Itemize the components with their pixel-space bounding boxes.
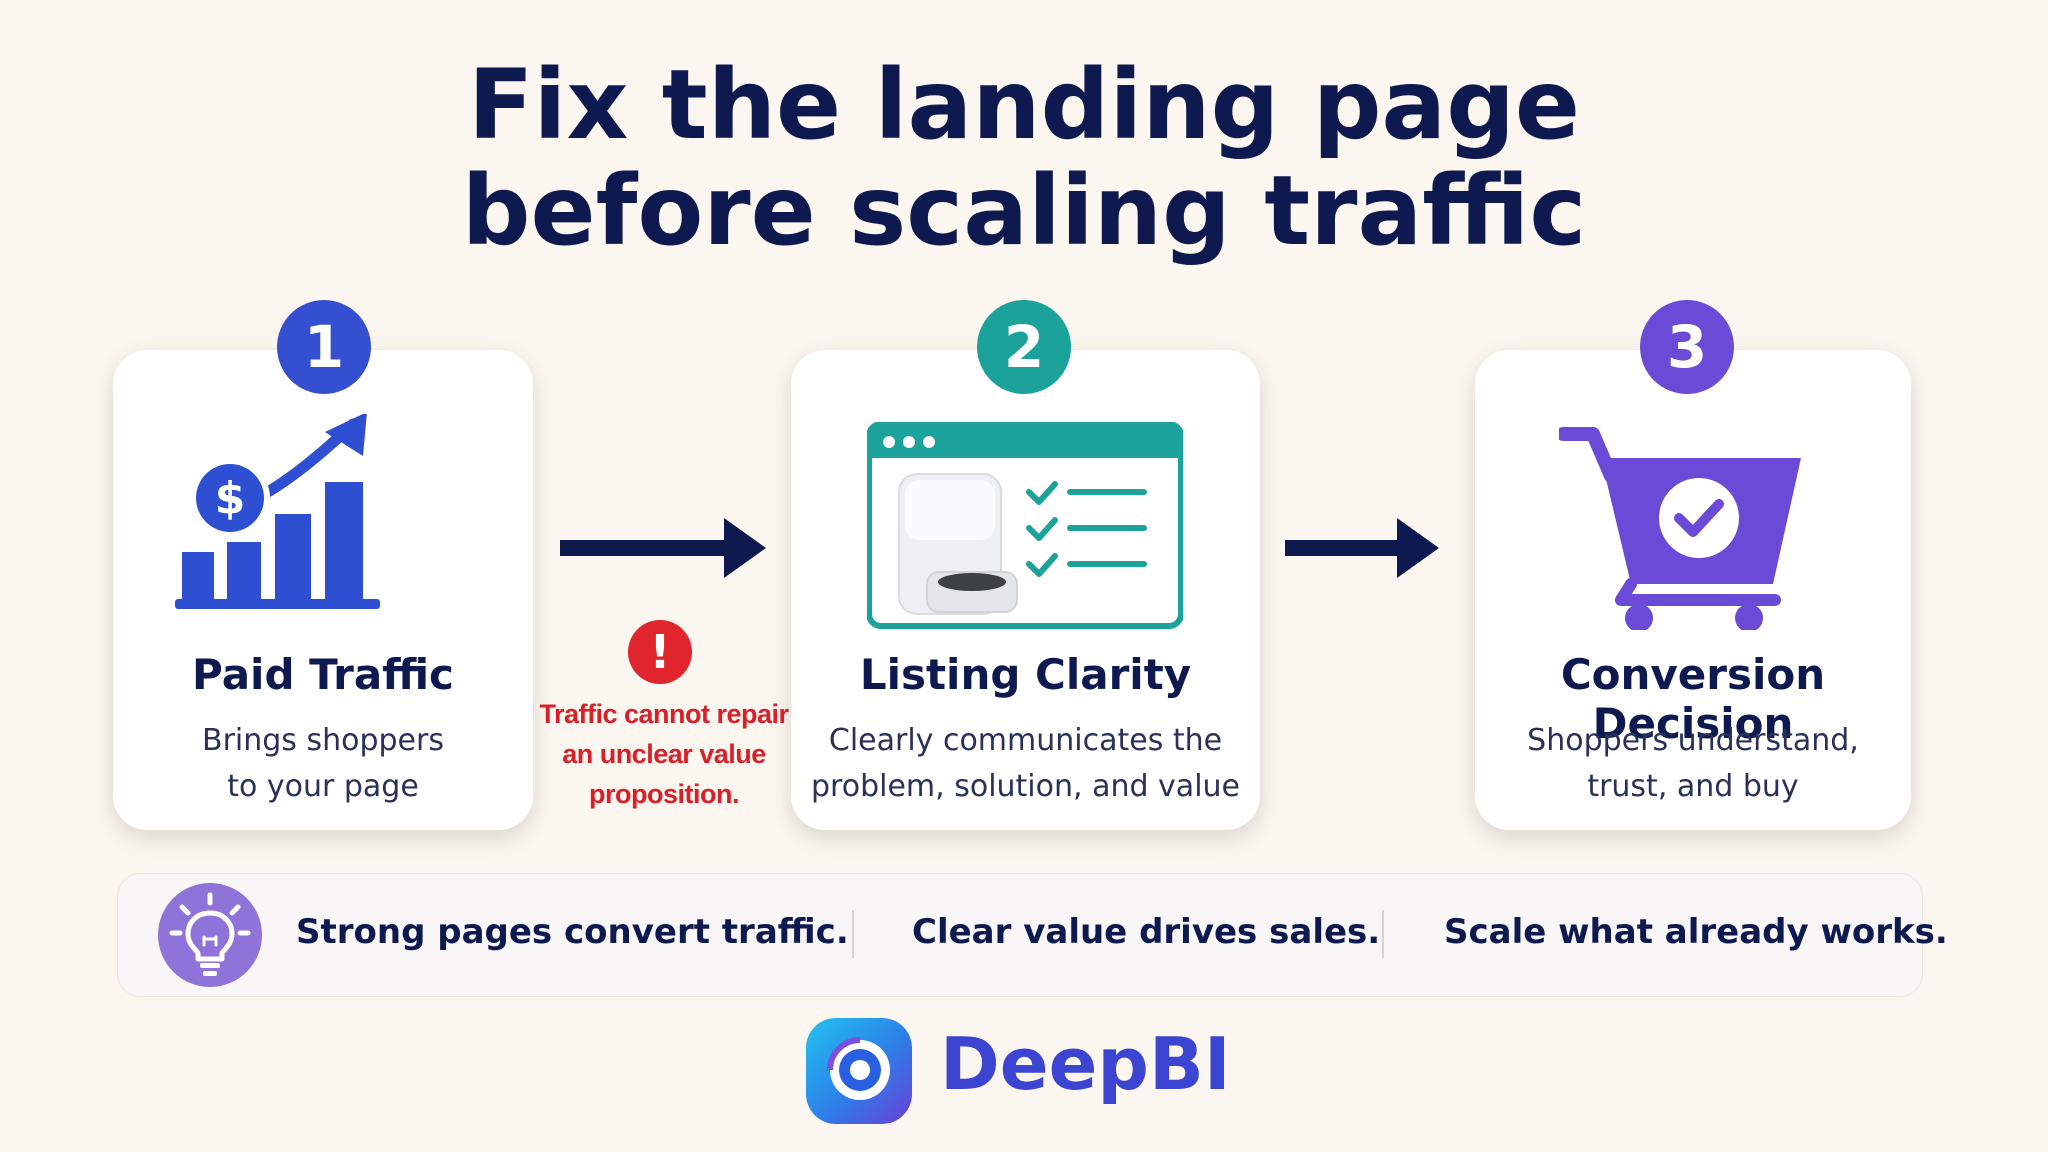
step-card-conversion-decision: Conversion Decision Shoppers understand,… bbox=[1475, 350, 1911, 830]
growth-chart-dollar-icon: $ bbox=[175, 414, 380, 609]
divider bbox=[1382, 910, 1384, 958]
key-takeaways-bar bbox=[117, 873, 1923, 997]
takeaway-text: Strong pages convert traffic. bbox=[296, 912, 849, 952]
step-description: Brings shoppers to your page bbox=[202, 723, 444, 804]
takeaway-text: Clear value drives sales. bbox=[912, 912, 1381, 952]
takeaway-text: Scale what already works. bbox=[1444, 912, 1948, 952]
brand-name: DeepBI bbox=[940, 1022, 1231, 1106]
step-description: Shoppers understand, trust, and buy bbox=[1527, 723, 1859, 804]
step-number-badge: 3 bbox=[1640, 300, 1734, 394]
dollar-sign-glyph: $ bbox=[215, 473, 246, 524]
arrow-right-icon bbox=[1285, 518, 1439, 578]
title-line-1: Fix the landing page bbox=[467, 49, 1581, 161]
arrow-right-icon bbox=[560, 518, 766, 578]
step-card-listing-clarity: Listing Clarity Clearly communicates the… bbox=[791, 350, 1260, 830]
step-title: Conversion Decision bbox=[1560, 650, 1826, 748]
title-line-2: before scaling traffic bbox=[461, 155, 1587, 267]
step-title: Listing Clarity bbox=[859, 650, 1192, 699]
step-description: Clearly communicates the problem, soluti… bbox=[811, 723, 1240, 804]
step-number-badge: 2 bbox=[977, 300, 1071, 394]
step-card-paid-traffic: $ Paid Traffic Brings shoppers to your p… bbox=[113, 350, 533, 830]
lightbulb-icon bbox=[158, 883, 262, 987]
divider bbox=[852, 910, 854, 958]
product-listing-browser-icon bbox=[867, 422, 1183, 629]
step-title: Paid Traffic bbox=[192, 650, 454, 699]
step-number-badge: 1 bbox=[277, 300, 371, 394]
exclamation-icon: ! bbox=[628, 620, 692, 684]
warning-callout: Traffic cannot repair an unclear value p… bbox=[539, 699, 789, 809]
deepbi-logo-icon bbox=[806, 1018, 912, 1124]
shopping-cart-check-icon bbox=[1559, 427, 1801, 630]
page-title: Fix the landing page before scaling traf… bbox=[0, 52, 2048, 264]
